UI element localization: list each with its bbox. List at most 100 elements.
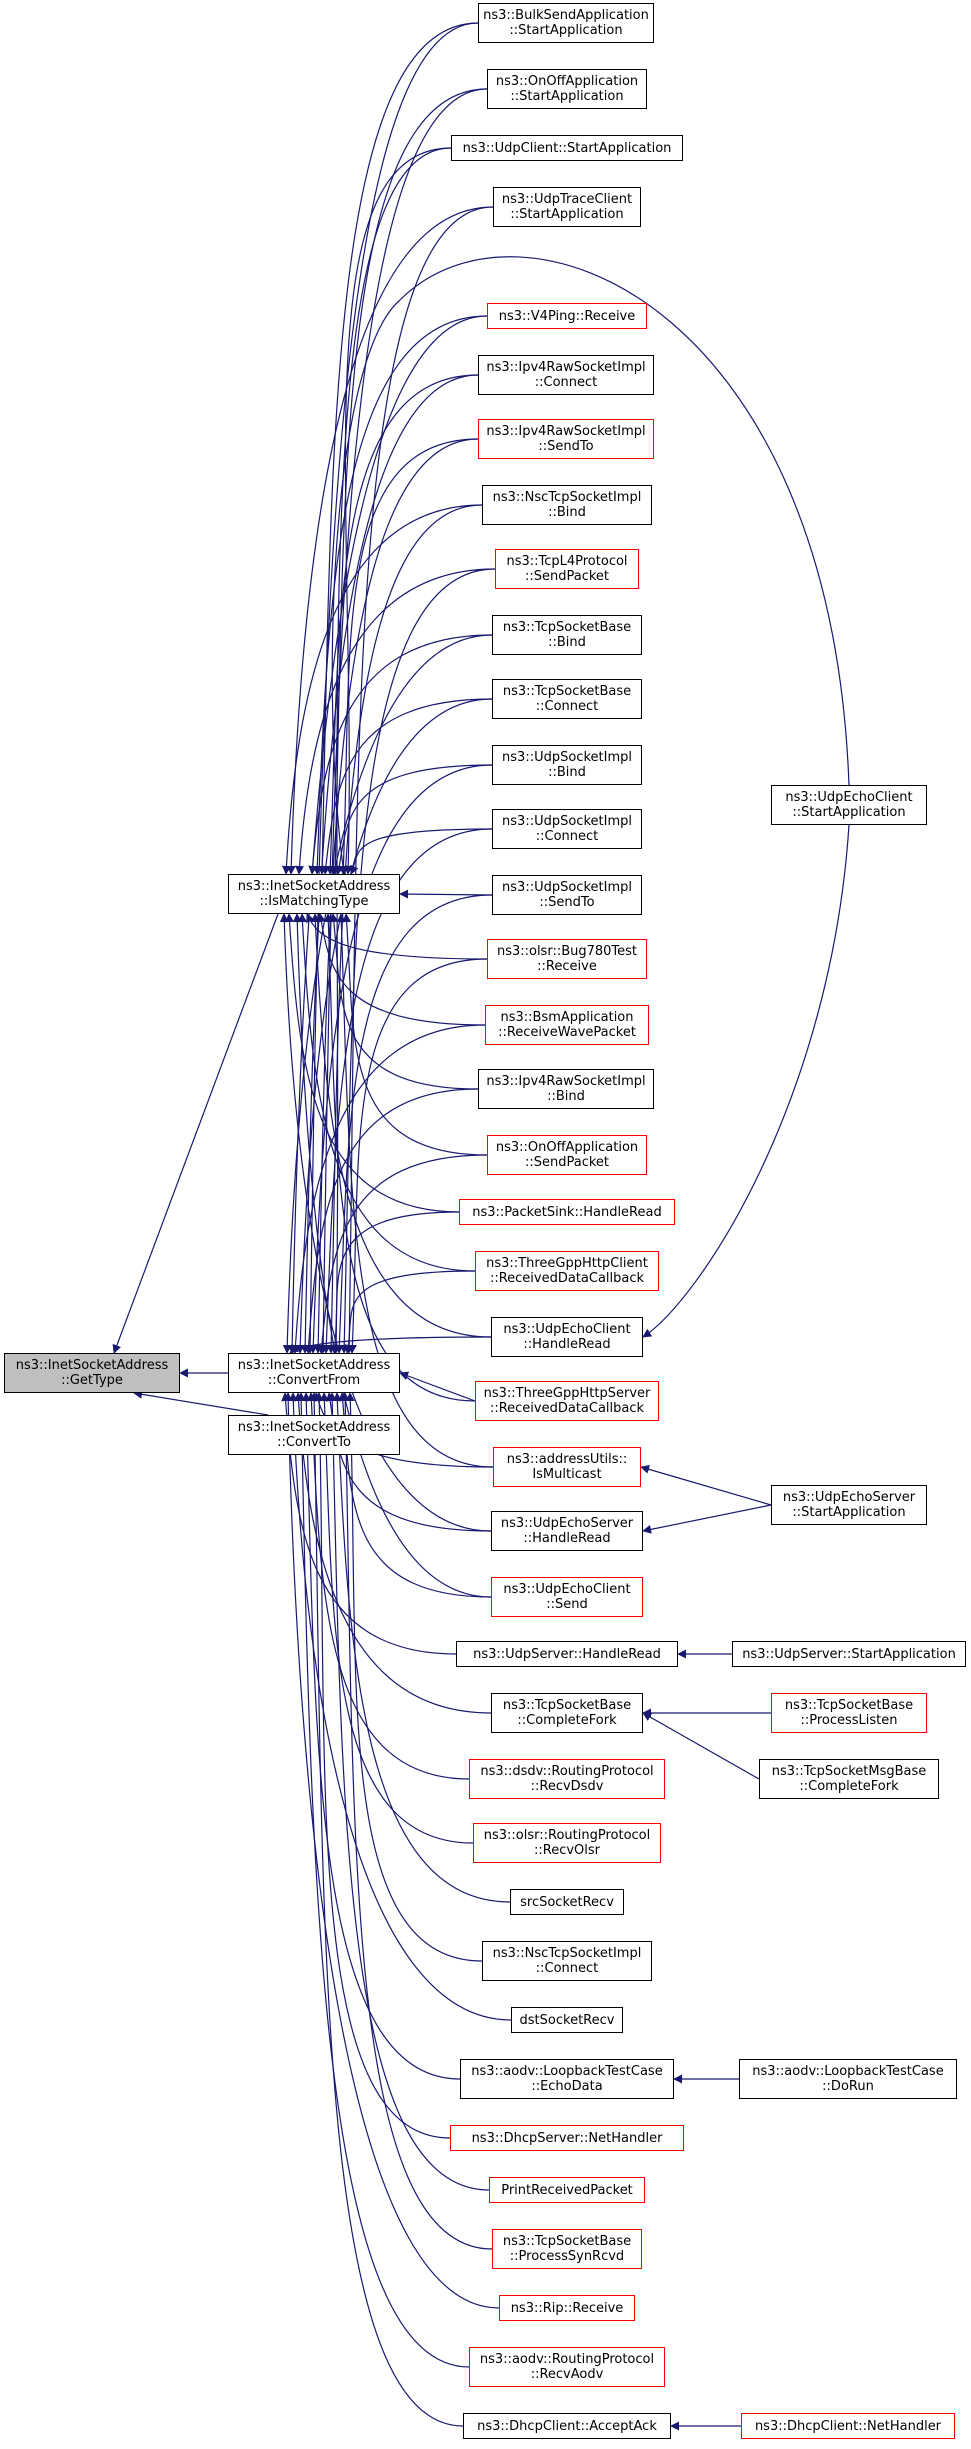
node-inetsocketaddress-ismatchingtype[interactable]: ns3::InetSocketAddress::IsMatchingType (228, 874, 400, 914)
node-label-line: ns3::NscTcpSocketImpl (492, 1946, 642, 1961)
node-srcsocketrecv[interactable]: srcSocketRecv (510, 1889, 624, 1915)
node-label-line: ns3::aodv::LoopbackTestCase (752, 2064, 944, 2079)
node-label-line: ::Bind (548, 505, 586, 520)
node-aodv-routingprotocol-recvaodv[interactable]: ns3::aodv::RoutingProtocol::RecvAodv (469, 2347, 665, 2387)
node-rip-receive[interactable]: ns3::Rip::Receive (499, 2295, 635, 2321)
node-bsmapplication-receivewavepacket[interactable]: ns3::BsmApplication::ReceiveWavePacket (485, 1005, 649, 1045)
edge-threegppclient-to-ismatchingtype (297, 913, 476, 1272)
node-label-line: ns3::DhcpServer::NetHandler (471, 2130, 663, 2146)
node-dhcpserver-nethandler[interactable]: ns3::DhcpServer::NetHandler (450, 2125, 684, 2151)
edge-nscbind-to-ismatchingtype (281, 504, 483, 875)
node-label-line: ::DoRun (822, 2079, 874, 2094)
node-label-line: ns3::NscTcpSocketImpl (492, 490, 642, 505)
node-label-line: ns3::DhcpClient::AcceptAck (477, 2418, 657, 2434)
node-udpechoserver-handleread[interactable]: ns3::UdpEchoServer::HandleRead (491, 1511, 643, 1551)
edge-onoffstart-to-ismatchingtype (330, 88, 488, 875)
node-tcpsocketbase-completefork[interactable]: ns3::TcpSocketBase::CompleteFork (491, 1693, 643, 1733)
edge-dstsocket-to-convertfrom (288, 1392, 512, 2021)
node-ipv4rawsocketimpl-connect[interactable]: ns3::Ipv4RawSocketImpl::Connect (478, 355, 654, 395)
edge-v4ping-to-convertfrom (287, 315, 488, 1354)
node-tcpsocketbase-processsynrcvd[interactable]: ns3::TcpSocketBase::ProcessSynRcvd (492, 2229, 642, 2269)
node-label-line: ns3::dsdv::RoutingProtocol (480, 1764, 654, 1779)
edge-udpimplconnect-to-ismatchingtype (350, 828, 493, 875)
node-label-line: ns3::TcpSocketBase (502, 684, 632, 699)
edge-ipv4rawbind-to-convertfrom (304, 1088, 479, 1354)
edge-bulksend-to-convertfrom (305, 22, 479, 1354)
node-dsdv-routingprotocol-recvdsdv[interactable]: ns3::dsdv::RoutingProtocol::RecvDsdv (469, 1759, 665, 1799)
node-udpechoclient-handleread[interactable]: ns3::UdpEchoClient::HandleRead (491, 1317, 643, 1357)
node-label-line: ns3::aodv::RoutingProtocol (479, 2352, 655, 2367)
node-label-line: ::CompleteFork (517, 1713, 617, 1728)
node-udpsocketimpl-bind[interactable]: ns3::UdpSocketImpl::Bind (492, 745, 642, 785)
edge-onoffstart-to-convertfrom (318, 88, 488, 1354)
node-addressutils-ismulticast[interactable]: ns3::addressUtils::IsMulticast (493, 1447, 641, 1487)
node-label-line: ::ProcessSynRcvd (509, 2249, 625, 2264)
node-tcpsocketbase-processlisten[interactable]: ns3::TcpSocketBase::ProcessListen (771, 1693, 927, 1733)
node-v4ping-receive[interactable]: ns3::V4Ping::Receive (487, 303, 647, 329)
edge-nscbind-to-convertfrom (326, 504, 483, 1354)
node-packetsink-handleread[interactable]: ns3::PacketSink::HandleRead (459, 1199, 675, 1225)
node-label-line: ::Receive (537, 959, 597, 974)
node-label-line: ns3::Ipv4RawSocketImpl (486, 360, 646, 375)
node-label-line: ns3::V4Ping::Receive (498, 308, 636, 324)
edge-ipv4rawconnect-to-convertfrom (300, 374, 479, 1354)
node-dstsocketrecv[interactable]: dstSocketRecv (511, 2007, 623, 2033)
node-label-line: ns3::UdpClient::StartApplication (462, 140, 672, 156)
node-ipv4rawsocketimpl-bind[interactable]: ns3::Ipv4RawSocketImpl::Bind (478, 1069, 654, 1109)
edge-udpimplconnect-to-convertfrom (321, 828, 493, 1354)
node-ipv4rawsocketimpl-sendto[interactable]: ns3::Ipv4RawSocketImpl::SendTo (478, 419, 654, 459)
node-aodv-loopbacktestcase-echodata[interactable]: ns3::aodv::LoopbackTestCase::EchoData (460, 2059, 674, 2099)
node-udpserver-handleread[interactable]: ns3::UdpServer::HandleRead (456, 1641, 678, 1667)
node-label-line: ::IsMatchingType (259, 894, 369, 909)
edge-convertto-to-root (133, 1389, 269, 1416)
node-label-line: ns3::InetSocketAddress (237, 879, 391, 894)
node-label-line: ns3::TcpSocketBase (502, 620, 632, 635)
node-olsr-bug780test-receive[interactable]: ns3::olsr::Bug780Test::Receive (487, 939, 647, 979)
node-label-line: ns3::Ipv4RawSocketImpl (486, 1074, 646, 1089)
node-tcpsocketbase-connect[interactable]: ns3::TcpSocketBase::Connect (492, 679, 642, 719)
node-udpsocketimpl-sendto[interactable]: ns3::UdpSocketImpl::SendTo (492, 875, 642, 915)
node-udpechoserver-startapplication[interactable]: ns3::UdpEchoServer::StartApplication (771, 1485, 927, 1525)
node-olsr-routingprotocol-recvolsr[interactable]: ns3::olsr::RoutingProtocol::RecvOlsr (473, 1823, 661, 1863)
node-label-line: ::ReceivedDataCallback (489, 1271, 645, 1286)
node-label-line: ns3::UdpServer::HandleRead (473, 1646, 661, 1662)
node-dhcpclient-nethandler[interactable]: ns3::DhcpClient::NetHandler (741, 2413, 955, 2439)
node-onoffapplication-sendpacket[interactable]: ns3::OnOffApplication::SendPacket (487, 1135, 647, 1175)
node-udpsocketimpl-connect[interactable]: ns3::UdpSocketImpl::Connect (492, 809, 642, 849)
node-printreceivedpacket[interactable]: PrintReceivedPacket (489, 2177, 645, 2203)
edge-aodvecho-to-convertfrom (301, 1392, 461, 2080)
node-inetsocketaddress-convertfrom[interactable]: ns3::InetSocketAddress::ConvertFrom (228, 1353, 400, 1393)
node-udptraceclient-startapplication[interactable]: ns3::UdpTraceClient::StartApplication (493, 187, 641, 227)
node-inetsocketaddress-convertto[interactable]: ns3::InetSocketAddress::ConvertTo (228, 1415, 400, 1455)
node-label-line: ns3::UdpServer::StartApplication (742, 1646, 956, 1662)
node-inetsocketaddress-gettype[interactable]: ns3::InetSocketAddress::GetType (4, 1353, 180, 1393)
node-label-line: ns3::Ipv4RawSocketImpl (486, 424, 646, 439)
edge-srcsocket-to-convertfrom (332, 1392, 511, 1903)
node-label-line: ::ProcessListen (800, 1713, 898, 1728)
node-tcpl4protocol-sendpacket[interactable]: ns3::TcpL4Protocol::SendPacket (495, 549, 639, 589)
node-threegpphttpclient-receiveddatacallback[interactable]: ns3::ThreeGppHttpClient::ReceivedDataCal… (475, 1251, 659, 1291)
node-threegpphttpserver-receiveddatacallback[interactable]: ns3::ThreeGppHttpServer::ReceivedDataCal… (475, 1381, 659, 1421)
node-aodv-loopbacktestcase-dorun[interactable]: ns3::aodv::LoopbackTestCase::DoRun (739, 2059, 957, 2099)
edge-packetsink-to-ismatchingtype (285, 913, 460, 1213)
node-label-line: ns3::BulkSendApplication (483, 8, 649, 23)
node-udpechoclient-startapplication[interactable]: ns3::UdpEchoClient::StartApplication (771, 785, 927, 825)
node-nsctcpsocketimpl-bind[interactable]: ns3::NscTcpSocketImpl::Bind (482, 485, 652, 525)
edge-threegppserver-to-convertfrom (399, 1371, 476, 1402)
node-udpserver-startapplication[interactable]: ns3::UdpServer::StartApplication (732, 1641, 966, 1667)
node-bulksendapplication-startapplication[interactable]: ns3::BulkSendApplication::StartApplicati… (478, 3, 654, 43)
edge-threegppclient-to-convertfrom (344, 1270, 476, 1354)
node-nsctcpsocketimpl-connect[interactable]: ns3::NscTcpSocketImpl::Connect (482, 1941, 652, 1981)
edge-olsrbug-to-convertfrom (347, 958, 488, 1354)
node-label-line: ns3::ThreeGppHttpServer (483, 1386, 651, 1401)
node-dhcpclient-acceptack[interactable]: ns3::DhcpClient::AcceptAck (463, 2413, 671, 2439)
node-tcpsocketmsgbase-completefork[interactable]: ns3::TcpSocketMsgBase::CompleteFork (759, 1759, 939, 1799)
edge-olsrrecv-to-convertfrom (319, 1392, 474, 1844)
node-label-line: ::ReceiveWavePacket (498, 1025, 636, 1040)
node-udpclient-startapplication[interactable]: ns3::UdpClient::StartApplication (451, 135, 683, 161)
node-tcpsocketbase-bind[interactable]: ns3::TcpSocketBase::Bind (492, 615, 642, 655)
node-label-line: ::ConvertTo (277, 1435, 351, 1450)
edge-synrcvd-to-convertfrom (340, 1392, 493, 2250)
node-onoffapplication-startapplication[interactable]: ns3::OnOffApplication::StartApplication (487, 69, 647, 109)
node-udpechoclient-send[interactable]: ns3::UdpEchoClient::Send (491, 1577, 643, 1617)
